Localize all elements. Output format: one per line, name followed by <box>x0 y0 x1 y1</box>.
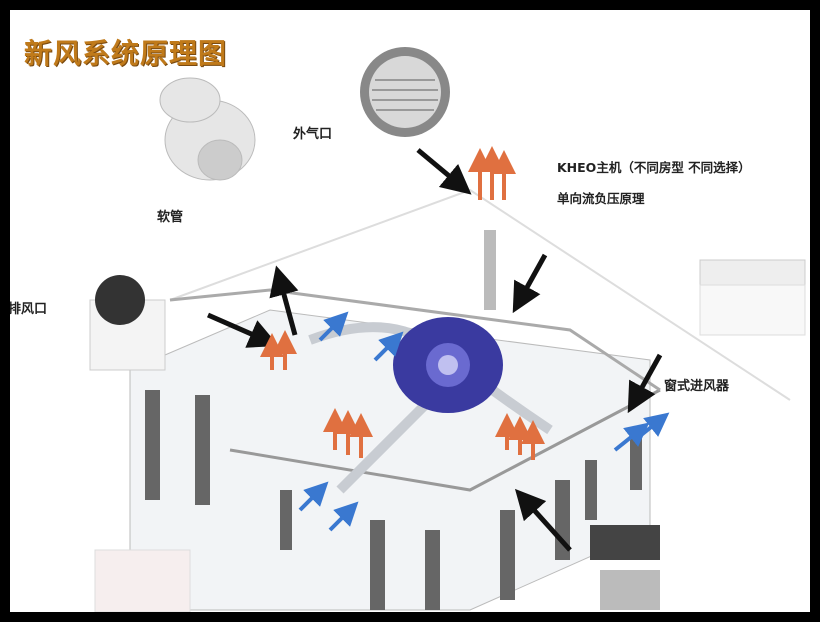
black-arrows <box>206 148 663 552</box>
house-illustration <box>89 47 806 612</box>
label-hose: 软管 <box>157 210 184 225</box>
panel-image <box>94 549 191 612</box>
label-host-line1: KHEO主机（不同房型 不同选择） <box>557 160 751 175</box>
fresh-air-arrows <box>298 311 670 532</box>
label-exhaust: 排风口 <box>10 302 48 317</box>
exhaust-air-arrows <box>260 146 545 460</box>
label-host-line2: 单向流负压原理 <box>557 191 645 206</box>
grille-image <box>590 525 660 610</box>
outdoor-vent-image <box>360 47 450 137</box>
diagram-canvas: 新风系统原理图 外气口 KHEO主机（不同房型 不同选择） 单向流负压原理 软管… <box>10 10 810 612</box>
window-inlet-image <box>699 259 806 336</box>
label-outdoor-vent: 外气口 <box>293 127 333 142</box>
label-window-inlet: 窗式进风器 <box>664 379 730 394</box>
diagram-title: 新风系统原理图 <box>24 37 228 70</box>
windows <box>145 390 642 610</box>
exhaust-fan-image <box>89 275 166 371</box>
hose-image <box>159 77 256 181</box>
kheo-host-unit <box>393 317 503 413</box>
roof-edge <box>229 388 661 492</box>
